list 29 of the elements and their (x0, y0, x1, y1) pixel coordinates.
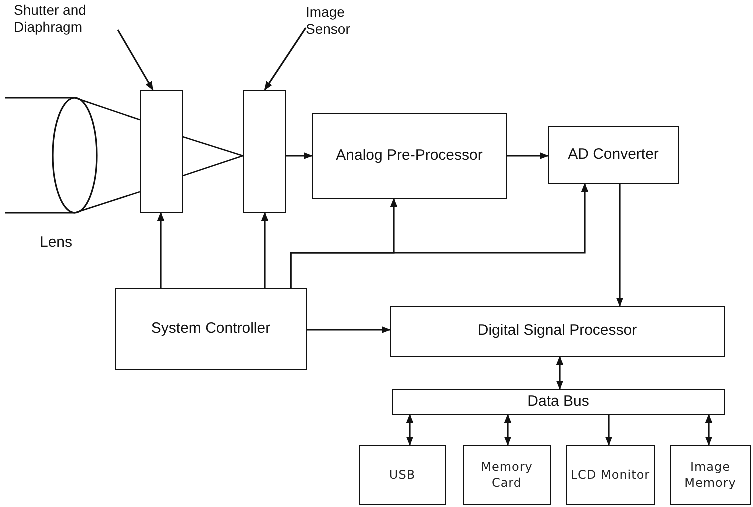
arrow (616, 184, 624, 307)
arrow (605, 415, 613, 446)
process-box: AD Converter (548, 126, 679, 184)
leader-line (117, 30, 154, 91)
process-box: Digital Signal Processor (390, 306, 725, 357)
arrow (157, 212, 165, 288)
process-box: LCD Monitor (566, 445, 655, 505)
arrow (286, 152, 313, 160)
callout-label: Image Sensor (306, 2, 368, 40)
lens-ellipse (52, 97, 98, 214)
arrow (406, 414, 414, 446)
arrow (307, 326, 391, 334)
arrow (507, 152, 549, 160)
sensor-box (243, 90, 286, 213)
process-box: USB (359, 445, 446, 505)
arrow (705, 414, 713, 446)
bus-bar: Data Bus (392, 389, 725, 415)
arrow (290, 183, 589, 288)
arrow (504, 414, 512, 446)
process-box: System Controller (115, 288, 307, 370)
arrow (556, 356, 564, 390)
arrow (261, 212, 269, 288)
leader-line (264, 28, 307, 91)
process-box: Analog Pre-Processor (312, 113, 507, 199)
lens-label: Lens (40, 233, 73, 253)
shutter-box (140, 90, 183, 213)
process-box: Image Memory (670, 445, 751, 505)
callout-label: Shutter and Diaphragm (14, 0, 118, 38)
process-box: Memory Card (463, 445, 551, 505)
